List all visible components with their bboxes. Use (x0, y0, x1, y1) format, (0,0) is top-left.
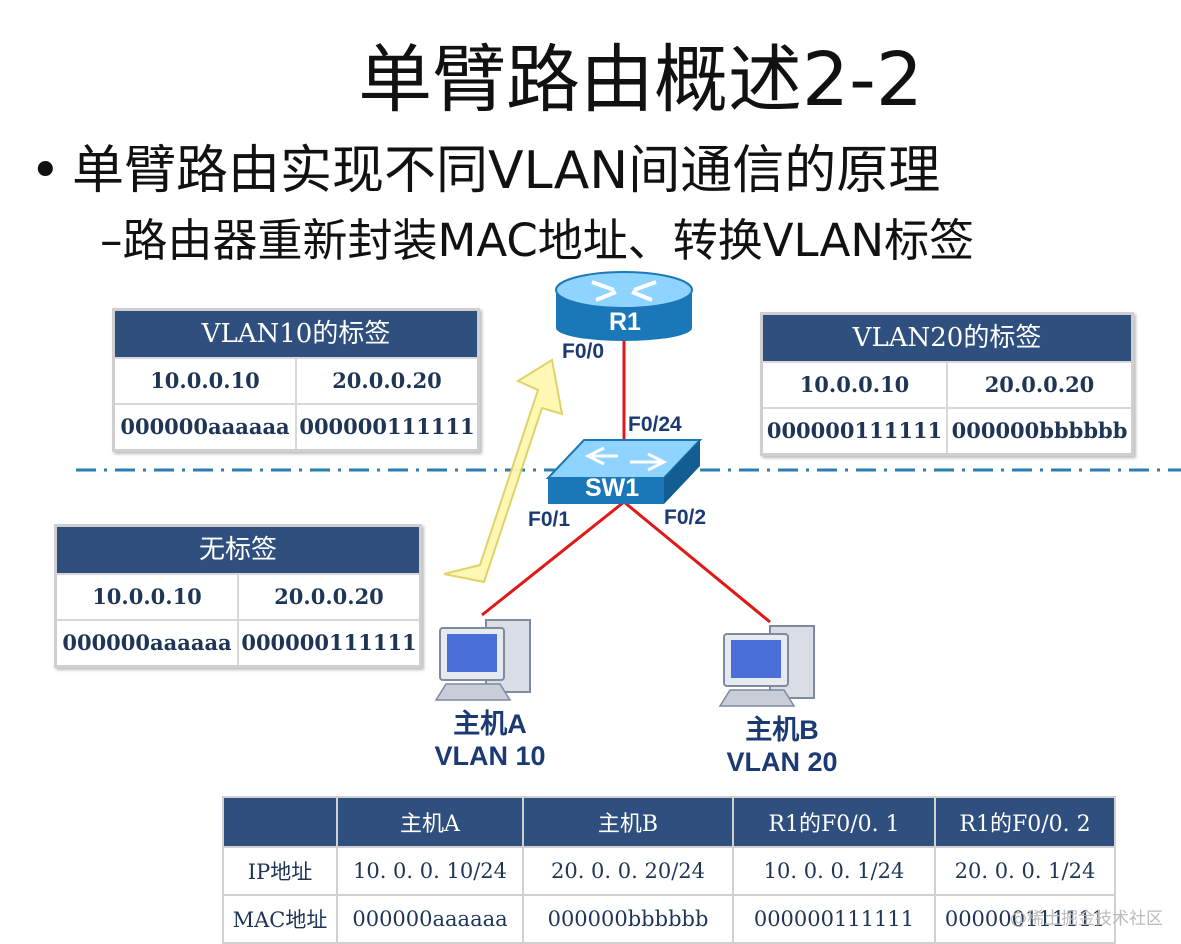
switch-label: SW1 (585, 474, 640, 502)
vlan10-dst-mac: 000000111111 (295, 405, 477, 449)
vlan20-dst-mac: 000000bbbbbb (946, 409, 1131, 453)
row-header-mac: MAC地址 (222, 894, 338, 944)
vlan10-tag-mac-row: 000000aaaaaa 000000111111 (115, 403, 477, 449)
table-row: IP地址 10. 0. 0. 10/24 20. 0. 0. 20/24 10.… (222, 846, 1116, 896)
page-title: 单臂路由概述2-2 (358, 37, 923, 123)
vlan20-dst-ip: 20.0.0.20 (946, 363, 1131, 407)
vlan20-tag-mac-row: 000000111111 000000bbbbbb (763, 407, 1131, 453)
router-icon (555, 271, 693, 341)
computer-icon-host-b (718, 625, 815, 707)
vlan10-tag-header: VLAN10的标签 (115, 311, 477, 357)
row-header-ip: IP地址 (222, 846, 338, 896)
host-b-label: 主机B VLAN 20 (712, 714, 852, 778)
col-r1-sub2: R1的F0/0. 2 (934, 796, 1116, 848)
untagged-dst-ip: 20.0.0.20 (237, 575, 419, 619)
computer-icon-host-a (434, 619, 531, 701)
vlan20-tag-header: VLAN20的标签 (763, 315, 1131, 361)
bullet-dot: • (30, 141, 61, 201)
untagged-header: 无标签 (57, 527, 419, 573)
table-cell: 000000aaaaaa (336, 894, 524, 944)
table-cell: 20. 0. 0. 1/24 (934, 846, 1116, 896)
bullet-main-text: 单臂路由实现不同VLAN间通信的原理 (72, 141, 941, 201)
col-r1-sub1: R1的F0/0. 1 (732, 796, 936, 848)
host-a-label: 主机A VLAN 10 (420, 708, 560, 772)
vlan10-dst-ip: 20.0.0.20 (295, 359, 477, 403)
vlan10-tag-table: VLAN10的标签 10.0.0.10 20.0.0.20 000000aaaa… (112, 308, 480, 452)
untagged-dst-mac: 000000111111 (237, 621, 419, 665)
untagged-mac-row: 000000aaaaaa 000000111111 (57, 619, 419, 665)
untagged-src-mac: 000000aaaaaa (57, 621, 237, 665)
host-b-name: 主机B (745, 715, 819, 745)
untagged-table: 无标签 10.0.0.10 20.0.0.20 000000aaaaaa 000… (54, 524, 422, 668)
bullet-sub: –路由器重新封装MAC地址、转换VLAN标签 (100, 214, 975, 267)
untagged-src-ip: 10.0.0.10 (57, 575, 237, 619)
switch-icon (545, 439, 703, 504)
address-table: 主机A 主机B R1的F0/0. 1 R1的F0/0. 2 IP地址 10. 0… (222, 796, 1116, 944)
vlan20-tag-table: VLAN20的标签 10.0.0.10 20.0.0.20 0000001111… (760, 312, 1134, 456)
col-host-b: 主机B (522, 796, 734, 848)
table-cell: 20. 0. 0. 20/24 (522, 846, 734, 896)
link-switch-host-b (623, 500, 771, 624)
link-switch-host-a (481, 500, 625, 617)
address-table-header: 主机A 主机B R1的F0/0. 1 R1的F0/0. 2 (222, 796, 1116, 848)
vlan20-src-mac: 000000111111 (763, 409, 946, 453)
host-a-name: 主机A (453, 709, 527, 739)
table-cell: 10. 0. 0. 1/24 (732, 846, 936, 896)
vlan10-src-ip: 10.0.0.10 (115, 359, 295, 403)
table-cell: 000000bbbbbb (522, 894, 734, 944)
bullet-main: •单臂路由实现不同VLAN间通信的原理 (30, 138, 940, 204)
table-row: MAC地址 000000aaaaaa 000000bbbbbb 00000011… (222, 894, 1116, 944)
address-table-corner (222, 796, 338, 848)
col-host-a: 主机A (336, 796, 524, 848)
vlan20-src-ip: 10.0.0.10 (763, 363, 946, 407)
switch-port-b-label: F0/2 (664, 506, 707, 529)
router-label: R1 (609, 308, 641, 336)
table-cell: 000000111111 (732, 894, 936, 944)
vlan10-tag-ip-row: 10.0.0.10 20.0.0.20 (115, 357, 477, 403)
table-cell: 10. 0. 0. 10/24 (336, 846, 524, 896)
vlan20-tag-ip-row: 10.0.0.10 20.0.0.20 (763, 361, 1131, 407)
host-a-vlan: VLAN 10 (434, 741, 546, 771)
untagged-ip-row: 10.0.0.10 20.0.0.20 (57, 573, 419, 619)
router-port-label: F0/0 (562, 340, 605, 363)
switch-port-a-label: F0/1 (528, 508, 571, 531)
host-b-vlan: VLAN 20 (726, 747, 838, 777)
vlan10-src-mac: 000000aaaaaa (115, 405, 295, 449)
arrow-up-icon (443, 358, 564, 584)
watermark: @稀土掘金技术社区 (1010, 909, 1163, 929)
switch-uplink-label: F0/24 (628, 413, 682, 436)
